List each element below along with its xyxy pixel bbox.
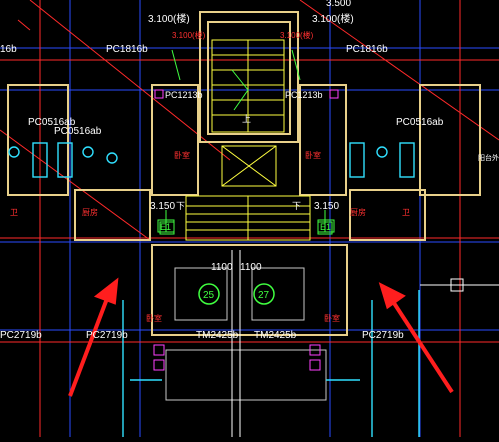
level-note-right: 3.100(楼) [280,30,314,40]
red-arrows [68,277,454,397]
circle-left: 25 [203,290,215,301]
walls [7,11,481,336]
level-mid-right-label: 3.150 [314,201,339,212]
elev-left-tag: E1 [160,222,171,232]
pc1213-left-label: PC1213b [165,90,203,100]
elevator-shafts [165,250,327,437]
kitchen-label-right: 厨房 [350,207,366,217]
text-labels: 3.100(楼) 3.100(楼) 3.500 16b PC1816b PC18… [0,0,444,341]
pc2719-right-label: PC2719b [362,330,404,341]
stair-core [185,39,311,241]
dim-right-label: 1100 [240,262,262,273]
sanitary-fixtures [8,142,420,437]
pc0516-left-a-label: PC0516ab [28,117,76,128]
pc0516-right-label: PC0516ab [396,117,444,128]
side-note: 阳台外墙 [478,153,499,162]
tm-right-label: TM2425b [254,330,297,341]
kitchen-label-left: 厨房 [82,207,98,217]
small-room-left: 卫 [10,208,18,217]
room-label-mid-right: 卧室 [324,313,340,323]
pc1816-right-label: PC1816b [346,44,388,55]
circle-right: 27 [258,290,270,301]
level-note-left: 3.100(楼) [172,30,206,40]
annotation-boxes [153,89,339,371]
room-label-mid-left: 卧室 [146,313,162,323]
room-labels: 卧室 卧室 卫 厨房 卫 厨房 卧室 卧室 3.100(楼) 3.100(楼) [10,30,410,323]
pc2719-left-b-label: PC2719b [86,330,128,341]
tm-left-label: TM2425b [196,330,239,341]
down-mark-left: 下 [176,201,185,211]
pc1213-right-label: PC1213b [285,90,323,100]
level-mid-left-label: 3.150 [150,201,175,212]
pc1816-edge-label: 16b [0,44,17,55]
cursor-crosshair [420,278,499,292]
level-label-left: 3.100(楼) [148,12,190,25]
level-label-top-right: 3.500 [326,0,351,9]
elev-right-tag: E1 [320,222,331,232]
up-mark: 上 [242,114,251,124]
pc2719-left-a-label: PC2719b [0,330,42,341]
green-marks [159,49,333,235]
room-label-left: 卧室 [174,150,190,160]
elevation-tags: E1 E1 [157,219,335,233]
small-room-right: 卫 [402,208,410,217]
circle-markers: 25 27 [198,283,275,305]
pc1816-left-label: PC1816b [106,44,148,55]
level-label-right: 3.100(楼) [312,12,354,25]
room-label-right: 卧室 [305,150,321,160]
dim-left-label: 1100 [211,262,233,273]
down-mark-right: 下 [292,201,301,211]
pc0516-left-b-label: PC0516ab [54,126,102,137]
